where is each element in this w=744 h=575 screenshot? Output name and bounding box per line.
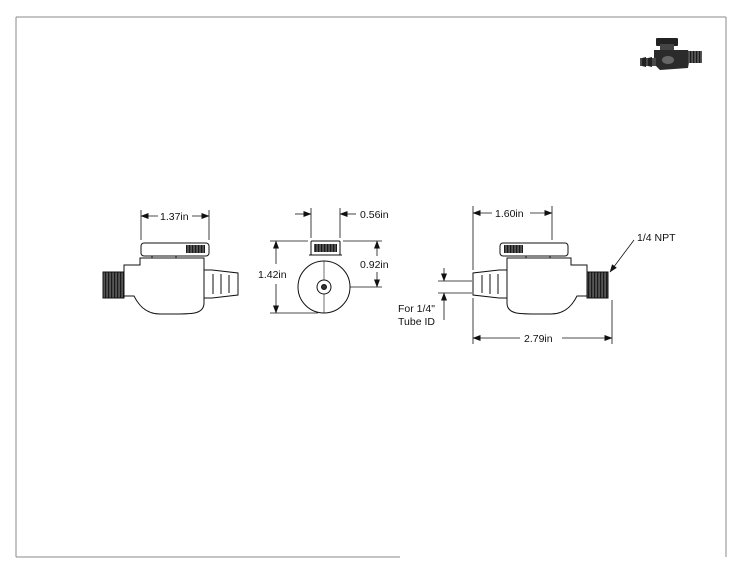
label-end-top: 0.56in — [360, 209, 389, 221]
dim-tube-id — [438, 268, 472, 320]
label-right-top: 1.60in — [495, 208, 524, 220]
label-end-height: 1.42in — [258, 269, 287, 281]
label-npt: 1/4 NPT — [637, 232, 676, 244]
dim-end-height — [270, 240, 318, 314]
dim-left-width — [140, 210, 210, 240]
side-view-left — [102, 242, 239, 315]
dim-right-top — [472, 206, 553, 270]
dim-end-inner — [343, 240, 382, 288]
end-view — [297, 240, 351, 314]
label-tube-note-2: Tube ID — [398, 316, 435, 328]
valve-iso-thumbnail — [640, 38, 702, 70]
label-left-width: 1.37in — [160, 211, 189, 223]
side-view-right — [472, 242, 609, 315]
sheet-border — [15, 16, 727, 558]
label-right-overall: 2.79in — [524, 333, 553, 345]
dim-end-top — [295, 208, 356, 238]
dim-right-overall — [472, 298, 613, 344]
leader-npt — [609, 239, 635, 273]
label-tube-note-1: For 1/4" — [398, 303, 435, 315]
label-end-inner: 0.92in — [360, 259, 389, 271]
